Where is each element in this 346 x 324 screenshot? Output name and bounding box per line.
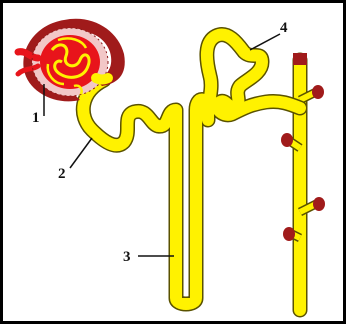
label-1: 1 [32, 110, 40, 126]
glomerulus [40, 35, 100, 89]
label-2: 2 [58, 166, 66, 182]
duct-cap [293, 53, 307, 65]
label-4: 4 [280, 20, 288, 36]
branch-stub [283, 227, 295, 241]
label-3: 3 [123, 249, 131, 265]
branch-stub [312, 85, 324, 99]
branch-stub [281, 133, 293, 147]
branch-stub [313, 197, 325, 211]
